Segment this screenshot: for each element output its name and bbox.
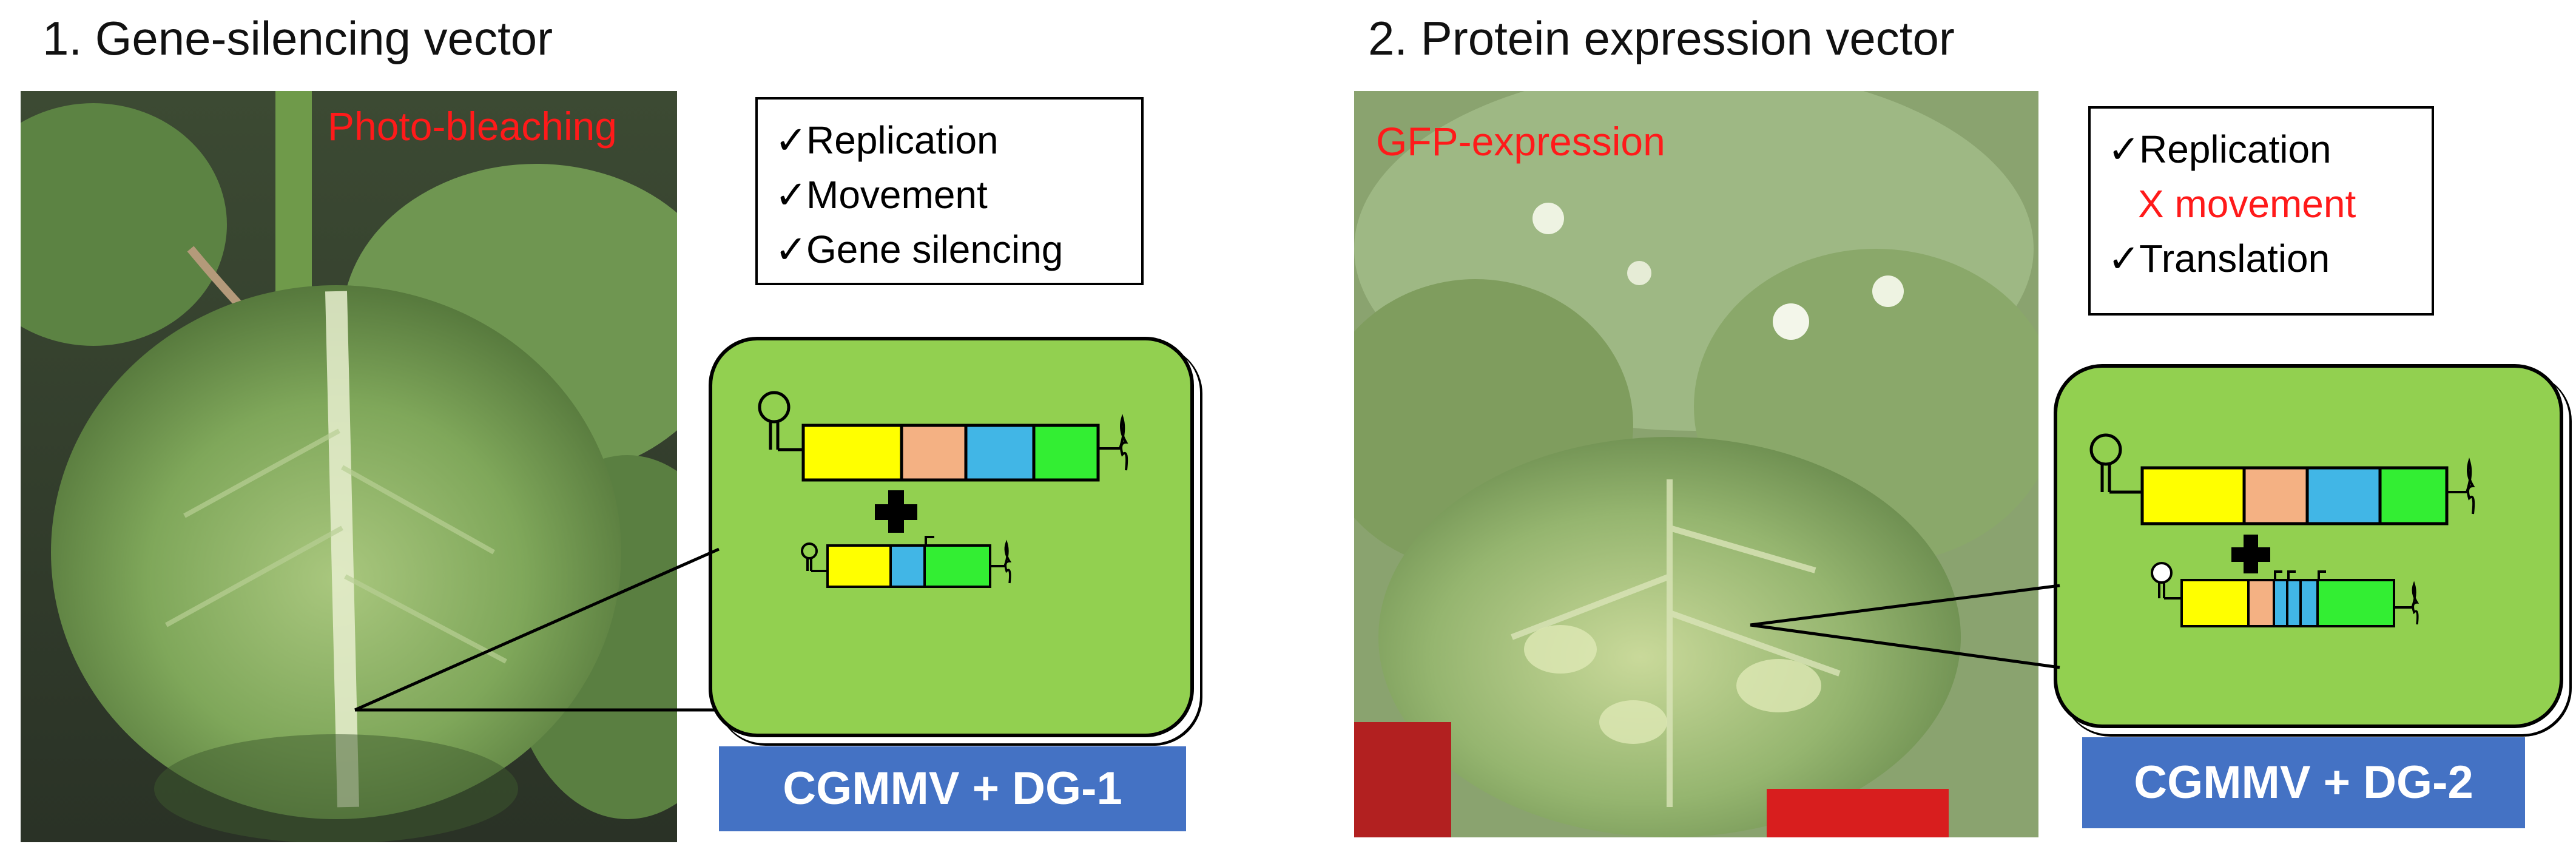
feature-replication: ✓Replication (775, 113, 1141, 167)
checkmark-icon: ✓ (775, 228, 808, 271)
poly-tail-icon (2466, 458, 2475, 515)
panel-2-vector-label: CGMMV + DG-2 (2082, 737, 2525, 828)
checkmark-icon: ✓ (775, 118, 808, 162)
stem-loop-icon (2089, 433, 2142, 494)
panel-2-title: 2. Protein expression vector (1368, 12, 1955, 65)
promoter-arrow-icon (925, 536, 934, 546)
feature-movement: ✓Movement (775, 167, 1141, 222)
panel-2-plant-photo (1354, 91, 2038, 837)
feature-no-movement: X movement (2138, 182, 2356, 226)
poly-tail-icon (1119, 414, 1128, 471)
stem-loop-icon (758, 391, 803, 451)
plus-icon (875, 490, 917, 533)
panel-1-genome-diagram (709, 337, 1194, 737)
panel-1-feature-list: ✓Replication ✓Movement ✓Gene silencing (755, 97, 1144, 285)
plus-icon (2231, 535, 2270, 573)
checkmark-icon: ✓ (775, 173, 808, 217)
panel-1-title: 1. Gene-silencing vector (42, 12, 553, 65)
panel-1-photo-label: Photo-bleaching (328, 104, 618, 149)
promoter-arrow-icon (2274, 570, 2282, 580)
panel-1-vector-label: CGMMV + DG-1 (719, 746, 1186, 831)
feature-translation: ✓Translation (2108, 231, 2432, 286)
panel-2-photo-label: GFP-expression (1376, 119, 1665, 164)
feature-gene-silencing: ✓Gene silencing (775, 222, 1141, 277)
checkmark-icon: ✓ (2108, 127, 2140, 171)
panel-2-feature-list: ✓Replication X movement ✓Translation (2088, 106, 2434, 316)
panel-1-plant-photo (21, 91, 677, 842)
checkmark-icon: ✓ (2108, 237, 2140, 280)
panel-2-genome-diagram (2054, 364, 2563, 728)
feature-replication: ✓Replication (2108, 122, 2432, 177)
